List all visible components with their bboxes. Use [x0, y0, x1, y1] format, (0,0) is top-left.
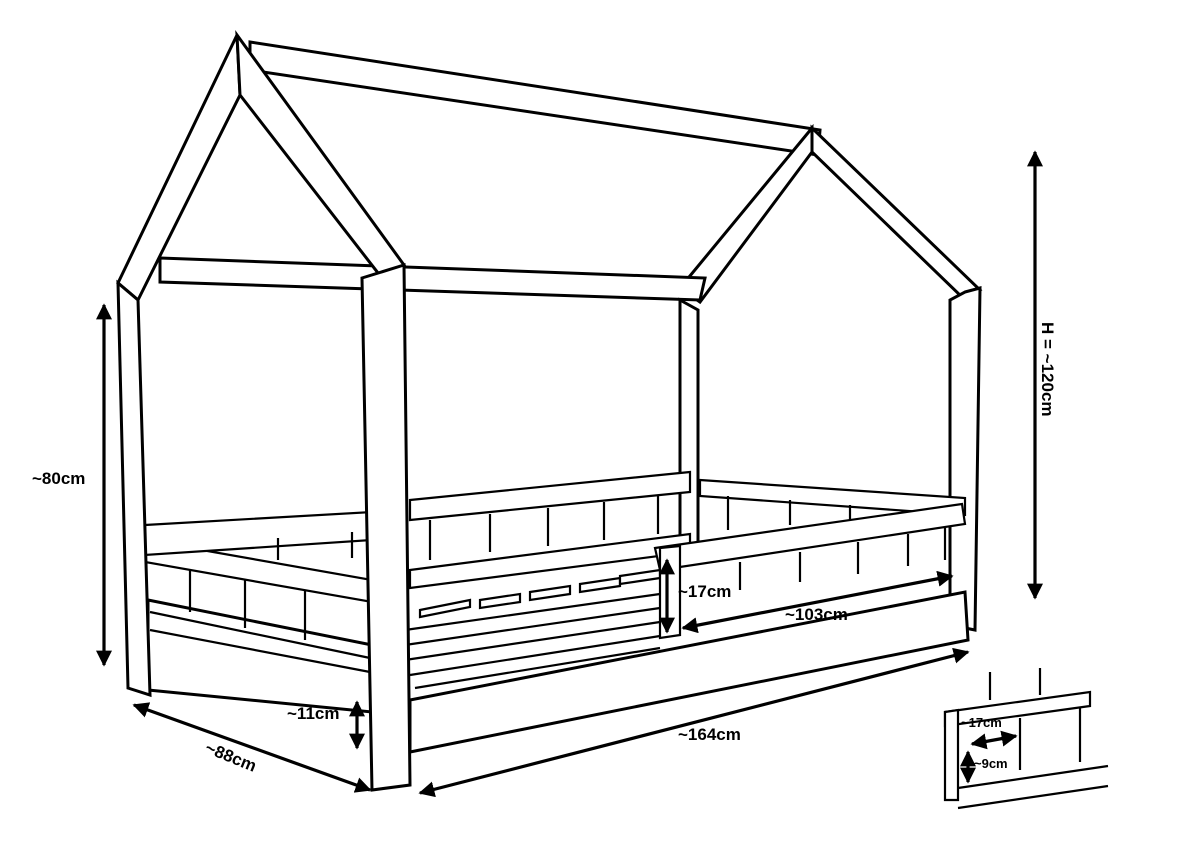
detail-post	[943, 708, 960, 802]
detail-height-label: ~9cm	[974, 756, 1008, 771]
length-label: ~164cm	[678, 725, 741, 744]
side-height-label: ~80cm	[32, 469, 85, 488]
back-post-left	[678, 297, 700, 552]
opening-length-label: ~103cm	[785, 605, 848, 624]
dimension-labels: H = ~120cm ~80cm ~88cm ~164cm ~11cm ~103…	[32, 322, 1057, 776]
opening-length-arrow	[681, 570, 954, 634]
opening-height-label: ~17cm	[678, 582, 731, 601]
front-post-left	[116, 279, 152, 698]
foot-back-rail	[143, 510, 374, 557]
width-label: ~88cm	[203, 738, 260, 776]
back-gable-left	[677, 123, 814, 305]
front-post-right	[360, 262, 412, 792]
back-top-rail	[408, 470, 692, 522]
detail-spacing-label: ~17cm	[961, 715, 1002, 730]
back-post-right	[948, 286, 982, 632]
side-roof-beam	[158, 256, 707, 302]
detail-inset: ~17cm ~9cm	[943, 668, 1109, 810]
foot-side-board	[146, 598, 374, 714]
dimension-lines	[96, 150, 1043, 798]
total-height-label: H = ~120cm	[1038, 322, 1057, 417]
ridge-beam	[248, 40, 822, 157]
detail-spacing-arrow	[970, 730, 1018, 750]
back-rails	[408, 470, 967, 560]
roof-frame	[116, 30, 983, 305]
length-arrow	[418, 647, 970, 798]
opening-end-post	[658, 544, 682, 640]
back-gable-right	[810, 124, 983, 302]
width-arrow	[132, 702, 372, 793]
head-top-rail	[698, 478, 967, 517]
front-posts	[116, 262, 412, 792]
foot-height-label: ~11cm	[287, 704, 339, 723]
side-top-rail	[653, 502, 967, 572]
